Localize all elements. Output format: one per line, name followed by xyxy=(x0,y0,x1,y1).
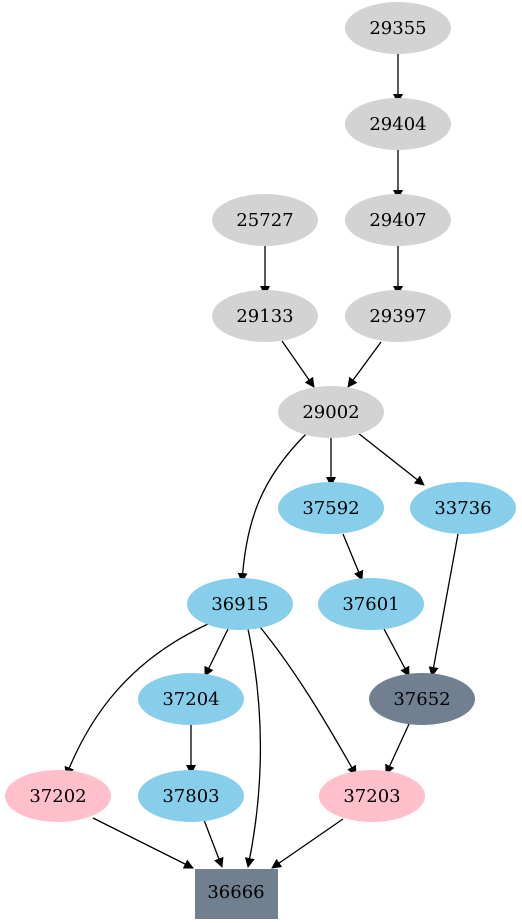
node-label: 29355 xyxy=(369,18,426,39)
edge-37803-36666 xyxy=(203,819,224,868)
node-shape xyxy=(187,578,293,630)
node-29404[interactable]: 29404 xyxy=(345,98,451,150)
node-shape xyxy=(345,2,451,54)
node-shape xyxy=(345,194,451,246)
edge-37601-37652 xyxy=(383,628,410,677)
node-shape xyxy=(410,482,516,534)
nodes: 29355 29404 25727 29407 29133 29397 2900… xyxy=(5,2,516,919)
node-label: 37592 xyxy=(302,498,359,519)
node-29407[interactable]: 29407 xyxy=(345,194,451,246)
edge-33736-37652 xyxy=(428,533,459,677)
node-36666[interactable]: 36666 xyxy=(195,869,278,919)
node-label: 37202 xyxy=(29,786,86,807)
node-shape xyxy=(138,673,244,725)
node-label: 33736 xyxy=(434,498,491,519)
node-shape xyxy=(5,770,111,822)
node-37202[interactable]: 37202 xyxy=(5,770,111,822)
node-label: 29404 xyxy=(369,114,426,135)
node-shape xyxy=(195,869,278,919)
node-36915[interactable]: 36915 xyxy=(187,578,293,630)
node-label: 37803 xyxy=(162,786,219,807)
edges xyxy=(64,54,459,869)
node-label: 37601 xyxy=(342,594,399,615)
node-29397[interactable]: 29397 xyxy=(345,290,451,342)
node-shape xyxy=(369,673,475,725)
node-shape xyxy=(212,290,318,342)
node-label: 36666 xyxy=(207,882,264,903)
node-shape xyxy=(318,578,424,630)
node-label: 25727 xyxy=(236,210,293,231)
node-shape xyxy=(345,290,451,342)
node-shape xyxy=(319,770,425,822)
node-label: 29397 xyxy=(369,306,426,327)
edge-36915-37203 xyxy=(259,626,357,776)
node-label: 29407 xyxy=(369,210,426,231)
node-label: 37652 xyxy=(393,689,450,710)
node-label: 36915 xyxy=(211,594,268,615)
node-29355[interactable]: 29355 xyxy=(345,2,451,54)
node-shape xyxy=(212,194,318,246)
node-25727[interactable]: 25727 xyxy=(212,194,318,246)
node-shape xyxy=(345,98,451,150)
node-label: 29133 xyxy=(236,306,293,327)
node-shape xyxy=(138,770,244,822)
edge-37202-36666 xyxy=(92,817,194,869)
node-37204[interactable]: 37204 xyxy=(138,673,244,725)
node-37652[interactable]: 37652 xyxy=(369,673,475,725)
node-shape xyxy=(278,482,384,534)
node-37203[interactable]: 37203 xyxy=(319,770,425,822)
node-37601[interactable]: 37601 xyxy=(318,578,424,630)
edge-29002-36915 xyxy=(237,433,307,583)
node-37592[interactable]: 37592 xyxy=(278,482,384,534)
node-37803[interactable]: 37803 xyxy=(138,770,244,822)
node-label: 37203 xyxy=(343,786,400,807)
node-shape xyxy=(278,386,384,438)
node-29002[interactable]: 29002 xyxy=(278,386,384,438)
edge-29002-33736 xyxy=(357,432,425,486)
edge-29397-29002 xyxy=(347,341,382,388)
node-label: 37204 xyxy=(162,689,219,710)
edge-37592-37601 xyxy=(342,533,364,581)
edge-37652-37203 xyxy=(385,723,410,775)
edge-36915-36666 xyxy=(244,628,262,868)
node-label: 29002 xyxy=(302,402,359,423)
edge-29133-29002 xyxy=(281,340,315,388)
edge-36915-37202 xyxy=(64,623,209,777)
edge-36915-37204 xyxy=(204,628,229,677)
edge-37203-36666 xyxy=(271,818,344,869)
node-29133[interactable]: 29133 xyxy=(212,290,318,342)
node-33736[interactable]: 33736 xyxy=(410,482,516,534)
